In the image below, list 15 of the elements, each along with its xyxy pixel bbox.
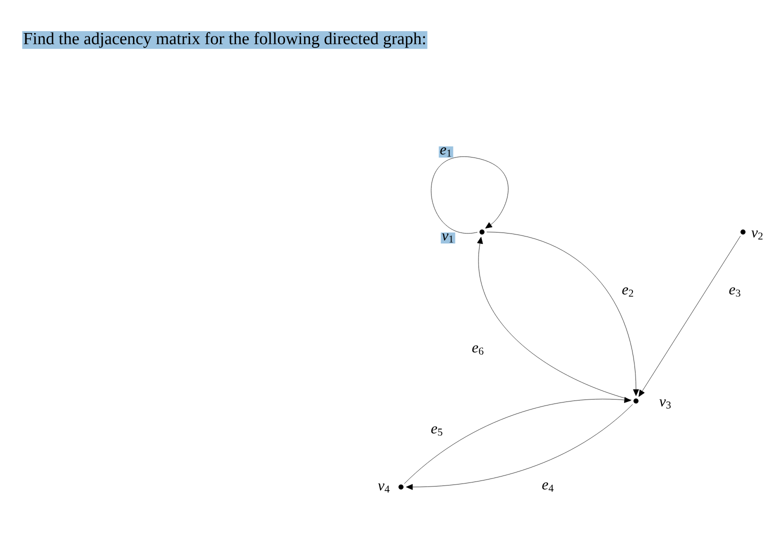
arrow <box>404 397 632 484</box>
edge-label: e$_{1}$ <box>438 146 454 158</box>
arrow <box>431 156 508 234</box>
edge-label: e$_{3}$ <box>728 286 742 298</box>
vertex-label: v$_{4}$ <box>378 483 390 493</box>
edge-label: e$_{5}$ <box>430 425 444 437</box>
arrow <box>406 404 633 490</box>
edge-label: e$_{4}$ <box>540 481 556 493</box>
vertex-label: v$_{1}$ <box>440 232 456 244</box>
vertex-label: v$_{3}$ <box>659 399 671 409</box>
title: Find the adjacency matrix for the following directed graph: <box>22 31 428 49</box>
edge-label: e$_{2}$ <box>620 286 636 298</box>
vertex-label: v$_{2}$ <box>751 230 763 240</box>
arrow <box>638 236 741 397</box>
edge-label: e$_{6}$ <box>470 344 486 356</box>
